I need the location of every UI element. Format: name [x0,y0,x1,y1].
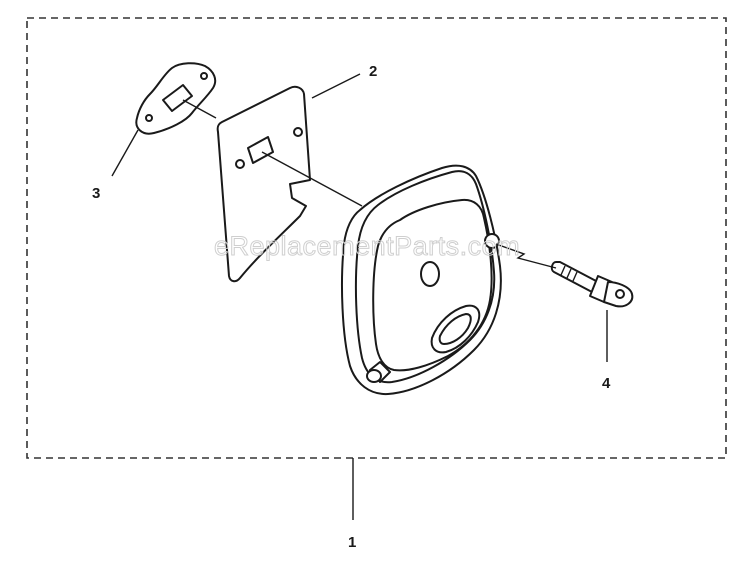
large-gasket-plate-port [247,136,274,164]
callout-number-2: 2 [369,63,377,80]
muffler-exhaust-outlet-inner [438,313,472,345]
muffler-stud-end [366,369,382,383]
callout-number-4: 4 [602,375,611,392]
callout-number-3: 3 [92,185,100,202]
large-gasket-plate-hole-right [293,127,303,137]
flange-bolt-head-socket [615,289,625,299]
muffler-stud[interactable] [366,361,391,383]
small-flange-gasket[interactable] [135,62,217,135]
small-flange-gasket-port [162,84,193,112]
assembly-line-flange-to-plate [182,99,217,119]
muffler-mount-hole-upper [484,233,500,249]
leader-callout-3 [111,129,139,177]
assembly-line-plate-to-muffler [261,151,363,207]
watermark-text: eReplacementParts.com [214,231,520,261]
small-flange-gasket-hole-left [145,114,153,122]
assembly-line-muffler-to-bolt [495,243,557,269]
leader-callout-2 [311,73,361,99]
large-gasket-plate-hole-left [235,159,245,169]
muffler-body[interactable] [341,164,502,396]
flange-bolt-thread-3 [572,271,578,282]
flange-bolt-thread-2 [566,268,572,279]
large-gasket-plate[interactable] [216,85,311,283]
callout-number-1: 1 [348,534,356,551]
flange-bolt-thread-1 [560,265,566,276]
kit-boundary-box [26,17,727,459]
small-flange-gasket-hole-right [200,72,208,80]
muffler-mount-hole-center [420,261,440,287]
large-gasket-plate-outline [216,85,311,283]
flange-bolt[interactable] [550,261,634,308]
